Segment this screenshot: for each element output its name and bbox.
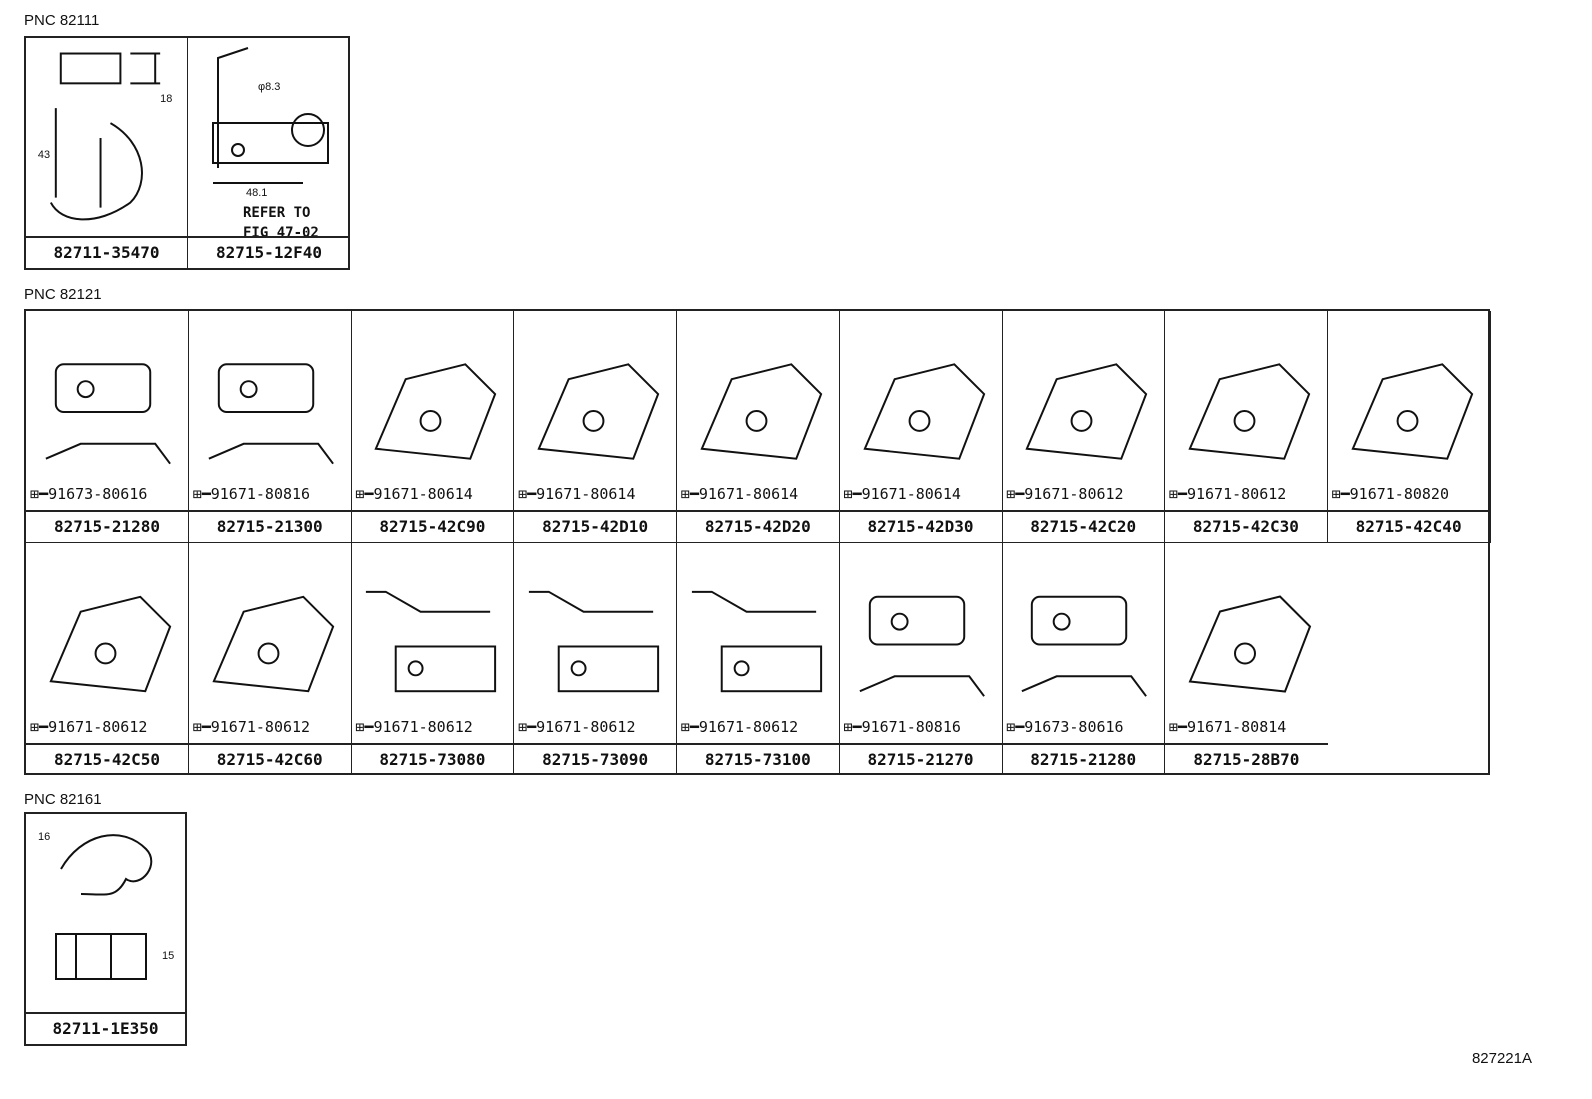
figure-code: 827221A [1471, 1050, 1532, 1067]
part-number: 82715-21300 [188, 510, 351, 542]
bolt-part-number: 91671-80816 [193, 485, 349, 507]
part-card-82715-21270[interactable]: 91671-80816 82715-21270 [839, 543, 1003, 775]
part-number: 82715-42C20 [1002, 510, 1165, 542]
part-number: 82715-42D10 [514, 510, 677, 542]
part-drawing [840, 311, 1002, 512]
part-drawing [1165, 311, 1327, 512]
part-number: 82715-21270 [839, 743, 1002, 775]
dimension-label: 16 [38, 831, 50, 843]
part-number: 82715-28B70 [1164, 743, 1328, 775]
part-drawing [26, 311, 188, 512]
part-number: 82715-42C50 [26, 743, 188, 775]
bolt-part-number: 91671-80614 [844, 485, 1000, 507]
part-card-82715-21300[interactable]: 91671-80816 82715-21300 [188, 311, 352, 543]
part-card-82715-73100[interactable]: 91671-80612 82715-73100 [676, 543, 840, 775]
part-card-82715-42D20[interactable]: 91671-80614 82715-42D20 [676, 311, 840, 543]
part-drawing [351, 311, 513, 512]
dimension-label: 48.1 [246, 187, 267, 199]
part-card-82711-35470[interactable]: 43 18 82711-35470 [26, 38, 188, 268]
part-drawing [26, 543, 188, 745]
part-drawing [189, 543, 351, 745]
part-drawing [677, 543, 839, 745]
dimension-label: 43 [38, 149, 50, 161]
pnc-82121-label: PNC 82121 [24, 286, 102, 303]
bolt-part-number: 91671-80614 [355, 485, 511, 507]
part-drawing [514, 311, 676, 512]
part-drawing [840, 543, 1002, 745]
part-card-82715-42D10[interactable]: 91671-80614 82715-42D10 [514, 311, 678, 543]
part-card-82715-42C20[interactable]: 91671-80612 82715-42C20 [1002, 311, 1166, 543]
bolt-part-number: 91671-80612 [681, 718, 837, 740]
bolt-part-number: 91671-80814 [1169, 718, 1326, 740]
part-number: 82715-42C90 [351, 510, 514, 542]
part-number: 82711-1E350 [26, 1012, 185, 1044]
part-number: 82711-35470 [26, 236, 187, 268]
bolt-part-number: 91671-80612 [193, 718, 349, 740]
pnc-82161-label: PNC 82161 [24, 791, 102, 808]
part-card-82715-28B70[interactable]: 91671-80814 82715-28B70 [1164, 543, 1328, 775]
part-number: 82715-42D30 [839, 510, 1002, 542]
part-drawing [514, 543, 676, 745]
part-card-82715-42C60[interactable]: 91671-80612 82715-42C60 [188, 543, 352, 775]
part-drawing [1165, 543, 1328, 745]
part-card-82715-42C40[interactable]: 91671-80820 82715-42C40 [1327, 311, 1491, 543]
part-number: 82715-42D20 [676, 510, 839, 542]
part-drawing [351, 543, 513, 745]
part-number: 82715-73100 [676, 743, 839, 775]
part-number: 82715-42C30 [1164, 510, 1327, 542]
dimension-label: 15 [162, 950, 174, 962]
part-card-82715-21280[interactable]: 91673-80616 82715-21280 [26, 311, 189, 543]
part-card-82715-21280[interactable]: 91673-80616 82715-21280 [1002, 543, 1166, 775]
bolt-part-number: 91671-80614 [681, 485, 837, 507]
part-number: 82715-12F40 [188, 236, 350, 268]
bolt-part-number: 91671-80614 [518, 485, 674, 507]
dimension-label: φ8.3 [258, 81, 280, 93]
dimension-label: 18 [160, 93, 172, 105]
bolt-part-number: 91673-80616 [1006, 718, 1162, 740]
part-number: 82715-73080 [351, 743, 514, 775]
bolt-part-number: 91671-80612 [1006, 485, 1162, 507]
part-number: 82715-73090 [514, 743, 677, 775]
pnc-82111-label: PNC 82111 [24, 12, 100, 29]
part-card-82715-42D30[interactable]: 91671-80614 82715-42D30 [839, 311, 1003, 543]
part-card-82715-73080[interactable]: 91671-80612 82715-73080 [351, 543, 515, 775]
bolt-part-number: 91671-80612 [1169, 485, 1325, 507]
part-drawing: φ8.3 48.1 [188, 38, 350, 238]
bolt-part-number: 91671-80612 [518, 718, 674, 740]
part-drawing [1002, 543, 1164, 745]
part-card-82715-42C50[interactable]: 91671-80612 82715-42C50 [26, 543, 189, 775]
part-drawing: 43 18 [26, 38, 187, 238]
part-number: 82715-21280 [1002, 743, 1165, 775]
part-number: 82715-21280 [26, 510, 188, 542]
part-card-82715-42C90[interactable]: 91671-80614 82715-42C90 [351, 311, 515, 543]
bolt-part-number: 91671-80612 [355, 718, 511, 740]
part-number: 82715-42C40 [1327, 510, 1490, 542]
part-drawing [1002, 311, 1164, 512]
bolt-part-number: 91673-80616 [30, 485, 186, 507]
part-card-82715-42C30[interactable]: 91671-80612 82715-42C30 [1164, 311, 1328, 543]
pnc-82121-box: 91673-8061682715-2128091671-8081682715-2… [24, 309, 1491, 775]
bolt-part-number: 91671-80612 [30, 718, 186, 740]
part-card-82715-73090[interactable]: 91671-80612 82715-73090 [514, 543, 678, 775]
part-drawing [1328, 311, 1490, 512]
part-drawing [189, 311, 351, 512]
part-drawing [677, 311, 839, 512]
part-number: 82715-42C60 [188, 743, 351, 775]
bolt-part-number: 91671-80816 [844, 718, 1000, 740]
bolt-part-number: 91671-80820 [1332, 485, 1488, 507]
